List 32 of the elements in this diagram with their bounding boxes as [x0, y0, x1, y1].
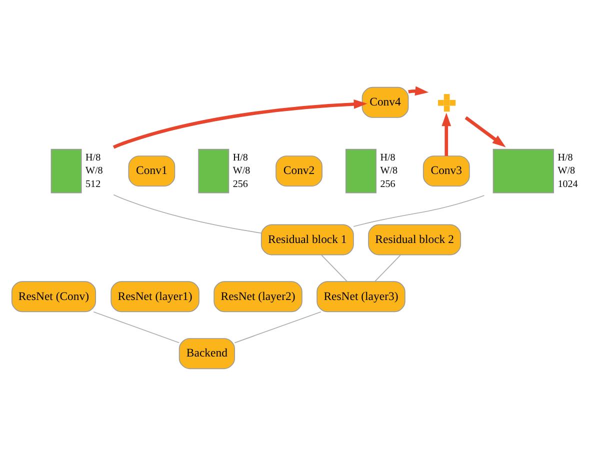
node-box: ResNet (layer3): [316, 281, 406, 312]
node-box: ResNet (Conv): [11, 281, 96, 312]
node-label: H/8: [380, 152, 396, 164]
node-box: Residual block 2: [368, 224, 462, 256]
node-box: Conv4: [362, 86, 409, 118]
node-box: Conv3: [422, 156, 470, 187]
connector: [374, 254, 401, 282]
arrow: [112, 99, 368, 149]
node-box: Conv1: [128, 156, 176, 187]
node-label: W/8: [232, 166, 250, 177]
connector: [93, 311, 180, 344]
node-label: H/8: [232, 152, 248, 164]
node-label: 1024: [558, 179, 578, 190]
node-label: W/8: [86, 166, 103, 177]
connector: [234, 311, 322, 344]
node-label: 256: [380, 179, 396, 190]
node-label: H/8: [558, 152, 573, 164]
node-label: W/8: [558, 166, 576, 177]
node-box: Residual block 1: [260, 224, 354, 256]
arrow: [442, 112, 452, 156]
arrow: [464, 116, 506, 148]
node-label: H/8: [86, 152, 101, 164]
connector: [321, 254, 348, 282]
connector: [353, 195, 485, 227]
node-box: ResNet (layer2): [214, 281, 302, 312]
node-label: 512: [86, 179, 101, 190]
node-box: ResNet (layer1): [110, 281, 200, 312]
node-box: Backend: [178, 338, 235, 370]
node-label: 256: [232, 179, 248, 190]
node-label: W/8: [380, 166, 398, 177]
connector: [113, 194, 262, 234]
node-box: Conv2: [276, 156, 322, 187]
